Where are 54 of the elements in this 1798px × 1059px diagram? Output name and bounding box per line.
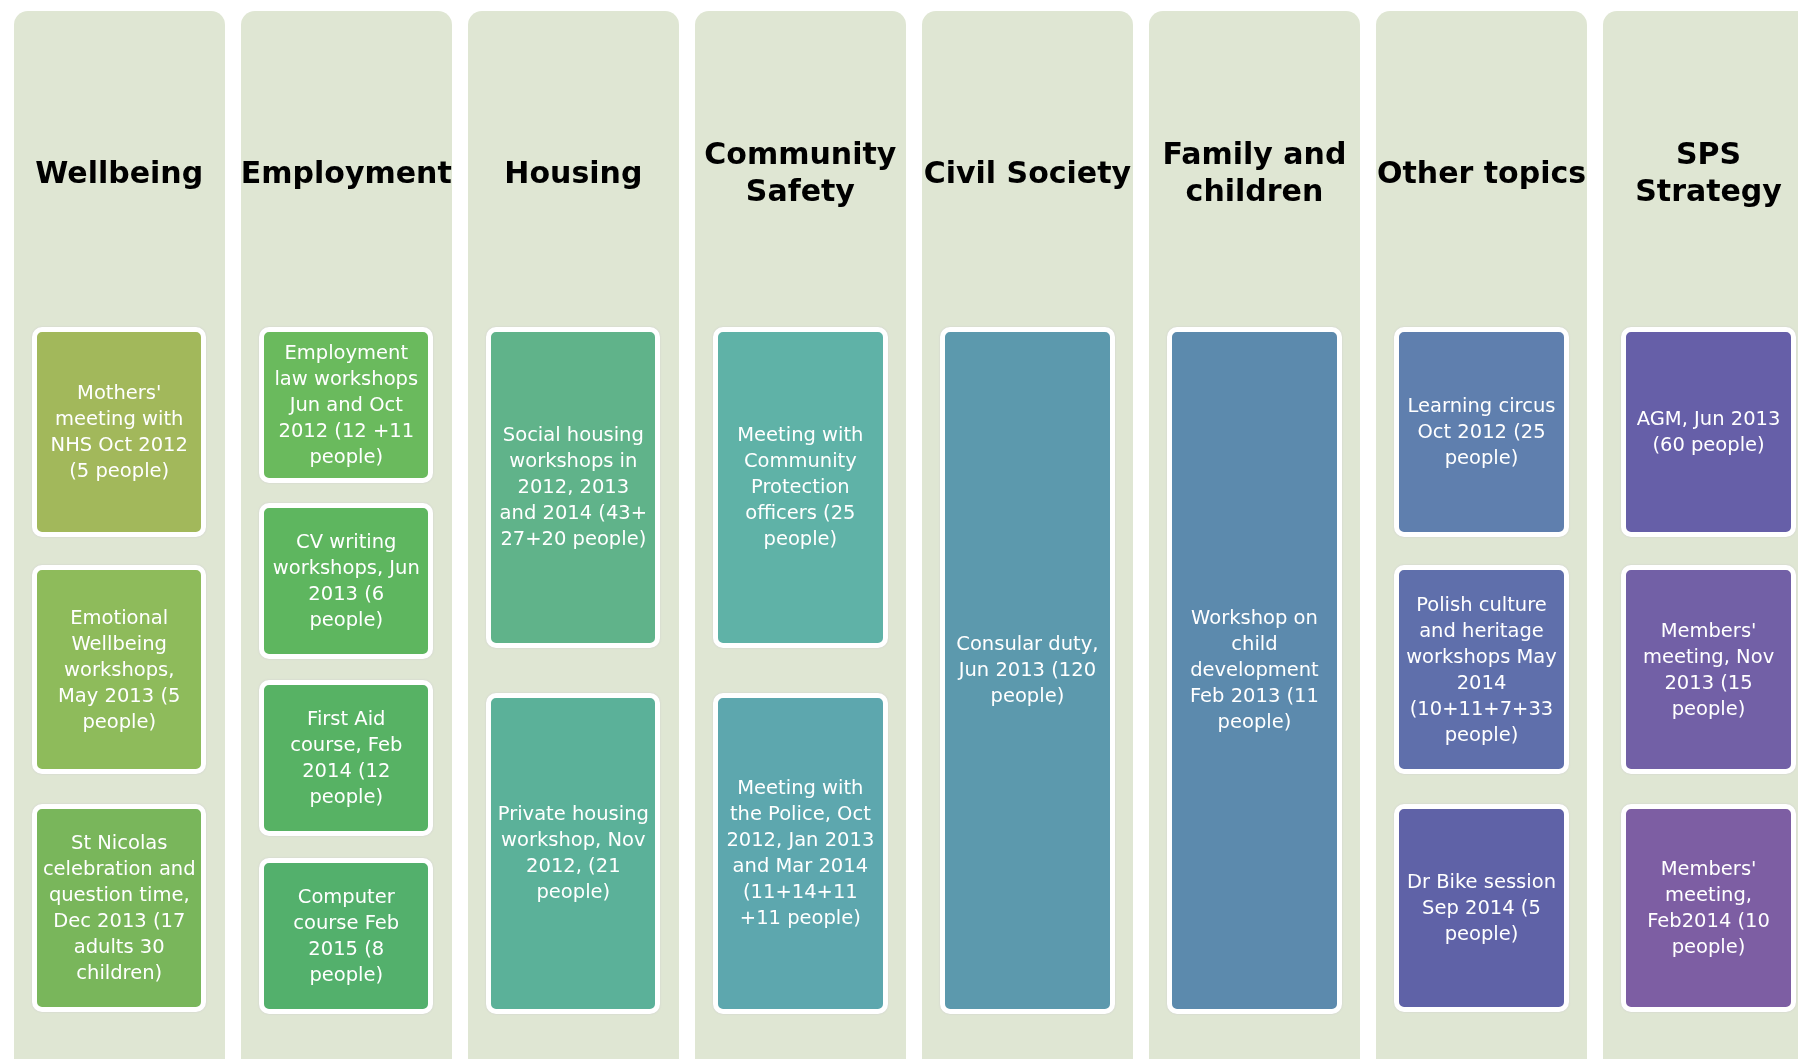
activity-text: Private housing workshop, Nov 2012, (21 people): [496, 801, 650, 906]
activity-box: [259, 679, 434, 836]
column-panel: [1148, 11, 1360, 1059]
activity-box: [32, 803, 207, 1013]
column-panel: [1603, 11, 1798, 1059]
activity-text: Meeting with the Police, Oct 2012, Jan 2013 and Mar 2014 (11+14+11 +11 people): [725, 775, 876, 932]
column-heading: Other topics: [1376, 153, 1587, 191]
activity-box: [259, 503, 434, 660]
activity-text: Social housing workshops in 2012, 2013 and 2014 (43+ 27+20 people): [498, 422, 649, 553]
activity-text: Members' meeting, Feb2014 (10 people): [1646, 856, 1771, 961]
column-panel: [921, 11, 1133, 1059]
activity-text: Dr Bike session Sep 2014 (5 people): [1406, 869, 1557, 948]
activity-text: AGM, Jun 2013 (60 people): [1635, 405, 1782, 458]
column-heading: SPS Strategy: [1634, 135, 1783, 209]
activity-text: Emotional Wellbeing workshops, May 2013 (5 people): [57, 604, 182, 735]
activity-text: Meeting with Community Protection officers (25 people): [736, 422, 865, 553]
column-panel: [13, 11, 225, 1059]
column-panel: [1376, 11, 1587, 1059]
activity-text: Employment law workshops Jun and Oct 2012 (12 +11 people): [273, 339, 420, 470]
activity-text: St Nicolas celebration and question time, Dec 2013 (17 adults 30 children): [42, 830, 197, 987]
column-heading: Wellbeing: [34, 153, 205, 191]
activity-text: First Aid course, Feb 2014 (12 people): [289, 705, 404, 810]
activity-text: Computer course Feb 2015 (8 people): [292, 883, 401, 988]
column-heading: Family and children: [1161, 135, 1348, 209]
activity-box: [1394, 565, 1569, 774]
column-heading: Civil Society: [922, 153, 1133, 191]
column-heading: Housing: [503, 153, 644, 191]
column-heading: Employment: [240, 153, 452, 191]
activity-box: [486, 692, 661, 1014]
activity-box: [32, 326, 207, 537]
activity-box: [1621, 326, 1796, 537]
activity-box: [1394, 803, 1569, 1013]
activity-text: Members' meeting, Nov 2013 (15 people): [1641, 617, 1776, 722]
activity-box: [940, 326, 1115, 1014]
activity-box: [1167, 326, 1342, 1014]
activity-box: [259, 326, 434, 483]
activity-box: [713, 692, 888, 1014]
activity-box: [486, 326, 661, 648]
column-heading: Community Safety: [703, 135, 898, 209]
activity-box: [1621, 803, 1796, 1013]
activity-text: Learning circus Oct 2012 (25 people): [1406, 392, 1557, 471]
column-panel: [467, 11, 679, 1059]
activity-text: CV writing workshops, Jun 2013 (6 people): [271, 529, 421, 634]
activity-box: [259, 857, 434, 1014]
activity-box: [713, 326, 888, 648]
activity-text: Polish culture and heritage workshops May 2014 (10+11+7+33 people): [1405, 591, 1558, 748]
activity-text: Workshop on child development Feb 2013 (11 people): [1188, 605, 1320, 736]
activity-box: [32, 565, 207, 774]
activity-box: [1621, 565, 1796, 774]
column-panel: [694, 11, 906, 1059]
activity-text: Consular duty, Jun 2013 (120 people): [955, 631, 1100, 710]
column-panel: [240, 11, 452, 1059]
activity-box: [1394, 326, 1569, 537]
activity-text: Mothers' meeting with NHS Oct 2012 (5 people): [49, 379, 189, 484]
